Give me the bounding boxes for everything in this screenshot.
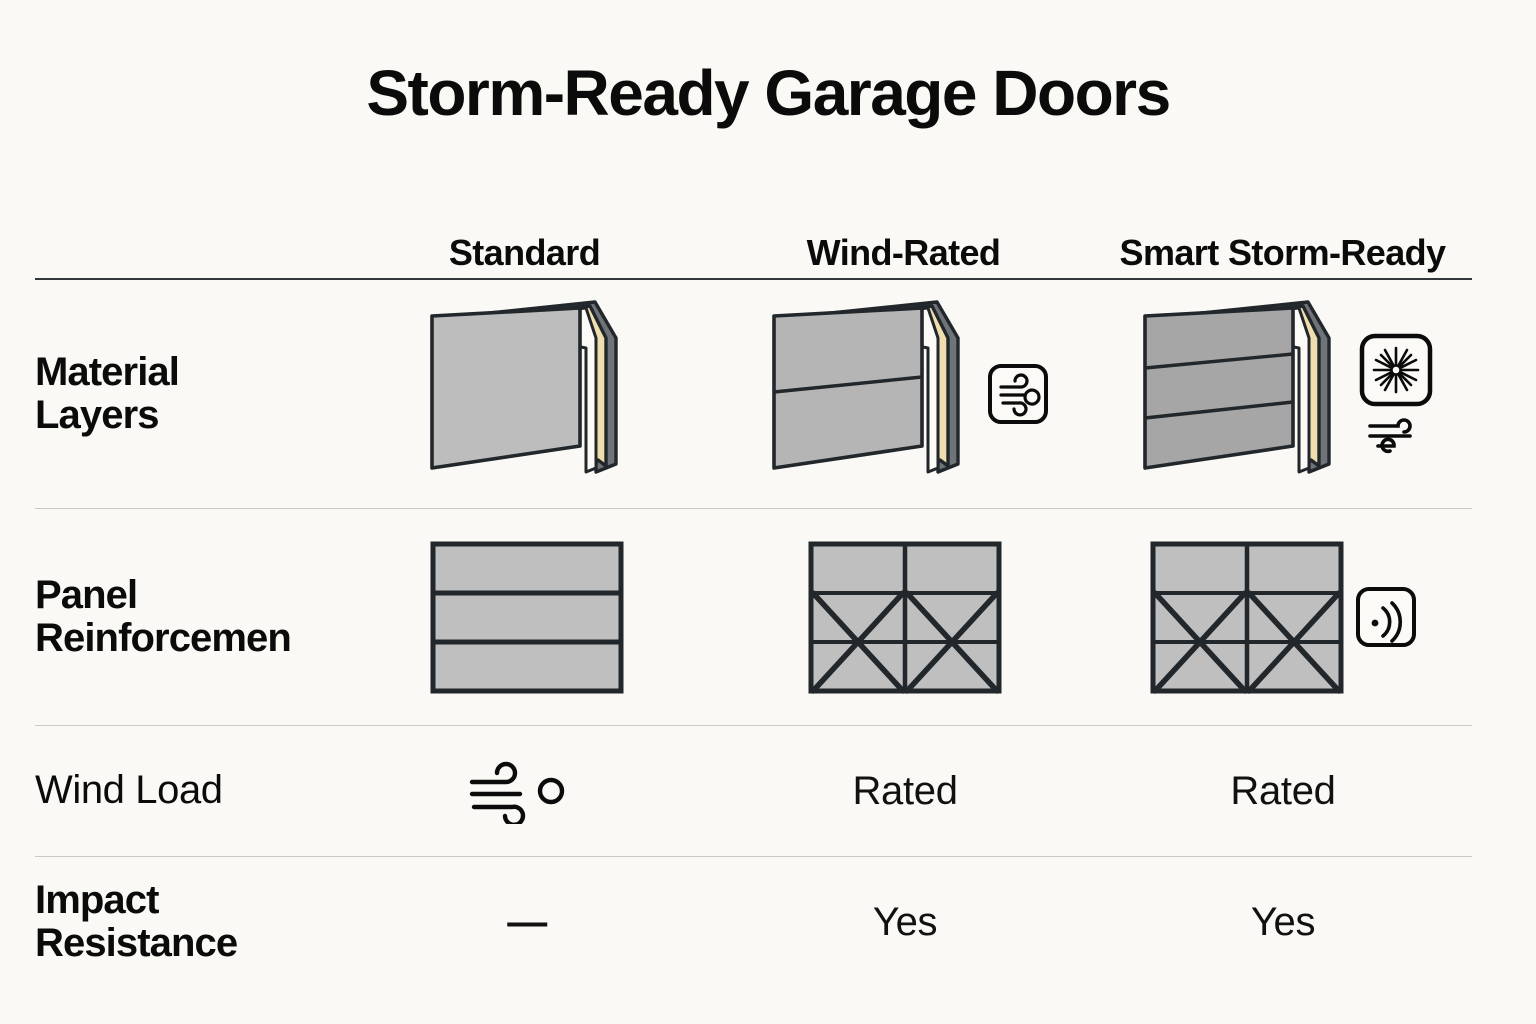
cell-wind-load-standard: [338, 726, 716, 856]
door-slab-smart-icon: [1142, 300, 1331, 474]
panel-grid-wind-rated-icon: [808, 541, 1002, 694]
cell-panel-wind-rated: [716, 509, 1094, 725]
cell-panel-smart: [1094, 509, 1472, 725]
cell-impact-smart: Yes: [1094, 857, 1472, 987]
cell-material-smart: [1094, 280, 1472, 508]
wind-swirl-icon: [1367, 418, 1412, 454]
cell-wind-load-smart: Rated: [1094, 726, 1472, 856]
door-slab-standard-icon: [429, 300, 618, 474]
row-label-line-2: Resistance: [35, 921, 238, 965]
value-text: Yes: [1250, 899, 1316, 944]
cell-material-standard: [338, 280, 716, 508]
value-text: Yes: [872, 899, 938, 944]
row-divider-1: [35, 508, 1472, 509]
door-slab-wind-rated-icon: [771, 300, 960, 474]
table-row-impact-resistance: Impact Resistance — Yes Yes: [35, 857, 1472, 987]
wind-gust-badge: [987, 364, 1048, 424]
column-header-wind-rated: Wind-Rated: [806, 232, 1001, 273]
row-label-wind-load: Wind Load: [35, 769, 223, 813]
row-label-line-1: Impact: [35, 878, 159, 922]
row-label-line-2: Reinforcemen: [35, 616, 292, 660]
header-divider: [35, 278, 1472, 280]
value-text: Rated: [1230, 768, 1336, 813]
row-label-line-2: Layers: [35, 393, 159, 437]
cell-impact-wind-rated: Yes: [716, 857, 1094, 987]
row-label-line-1: Panel: [35, 573, 138, 617]
wind-lines-icon: [469, 761, 565, 824]
value-text: —: [507, 899, 547, 944]
row-label-line-1: Material: [35, 350, 180, 394]
signal-waves-badge: [1356, 587, 1417, 647]
row-divider-3: [35, 856, 1472, 857]
cell-panel-standard: [338, 509, 716, 725]
page-title: Storm-Ready Garage Doors: [366, 57, 1171, 129]
panel-grid-smart-icon: [1150, 541, 1344, 694]
table-header-row: Standard Wind-Rated Smart Storm-Ready: [35, 196, 1472, 278]
column-header-standard: Standard: [448, 232, 601, 273]
impact-burst-badge: [1359, 333, 1432, 407]
comparison-table: Standard Wind-Rated Smart Storm-Ready Ma…: [35, 196, 1472, 987]
table-row-wind-load: Wind Load Rated Rated: [35, 726, 1472, 856]
row-label-impact-resistance: Impact Resistance: [35, 879, 338, 965]
column-header-smart-storm-ready: Smart Storm-Ready: [1119, 232, 1447, 273]
cell-impact-standard: —: [338, 857, 716, 987]
row-divider-2: [35, 725, 1472, 726]
cell-wind-load-wind-rated: Rated: [716, 726, 1094, 856]
cell-material-wind-rated: [716, 280, 1094, 508]
value-text: Rated: [852, 768, 958, 813]
panel-grid-standard-icon: [430, 541, 624, 693]
